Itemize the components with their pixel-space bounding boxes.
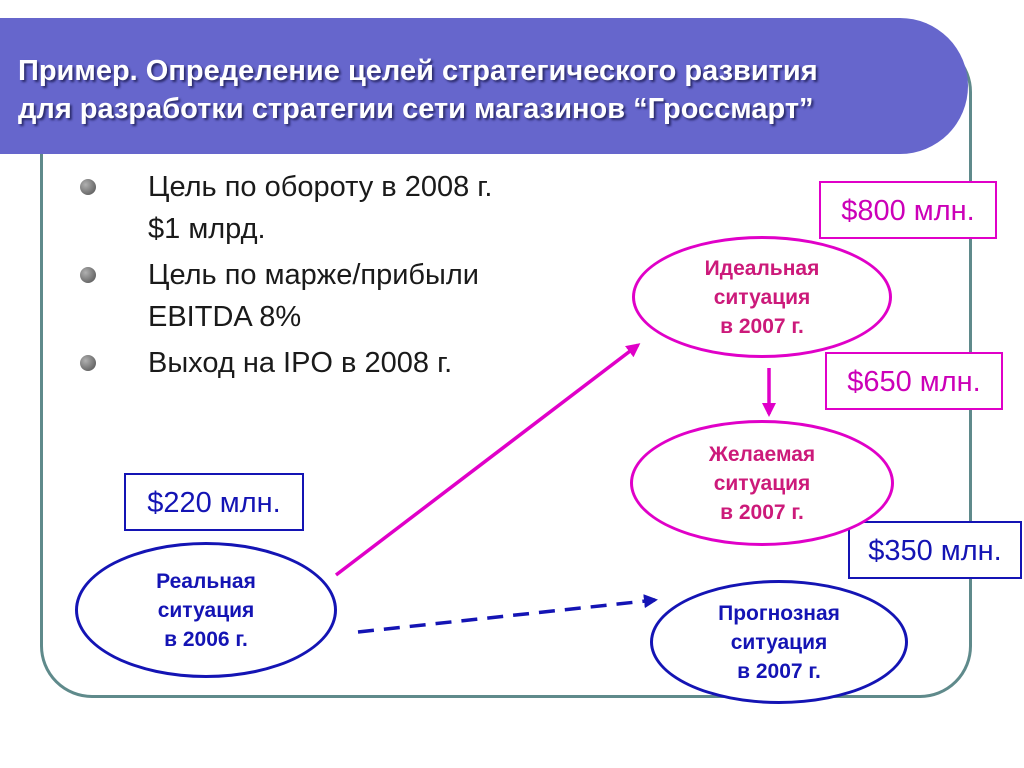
arrow-real-to-forecast — [357, 594, 658, 634]
forecast-value-box: $350 млн. — [848, 521, 1022, 579]
bullet-icon — [80, 355, 96, 371]
ideal-value-box: $800 млн. — [819, 181, 997, 239]
goal-item: Выход на IPO в 2008 г. — [80, 342, 600, 384]
bullet-icon — [80, 267, 96, 283]
real-value-box: $220 млн. — [124, 473, 304, 531]
goal-text: Цель по обороту в 2008 г. $1 млрд. — [148, 171, 493, 245]
desired-value-box: $650 млн. — [825, 352, 1003, 410]
goal-item: Цель по обороту в 2008 г. $1 млрд. — [80, 166, 600, 250]
bullet-icon — [80, 179, 96, 195]
arrow-real-to-ideal — [334, 343, 641, 577]
forecast-situation-ellipse: Прогнозная ситуация в 2007 г. — [650, 580, 908, 704]
title-bar — [0, 18, 968, 154]
goals-list: Цель по обороту в 2008 г. $1 млрд. Цель … — [80, 166, 600, 388]
desired-situation-label: Желаемая ситуация в 2007 г. — [708, 442, 816, 524]
forecast-situation-label: Прогнозная ситуация в 2007 г. — [718, 601, 840, 683]
real-situation-label: Реальная ситуация в 2006 г. — [156, 569, 256, 651]
real-situation-ellipse: Реальная ситуация в 2006 г. — [75, 542, 337, 678]
title-line-2: для разработки стратегии сети магазинов … — [18, 93, 814, 125]
ideal-situation-label: Идеальная ситуация в 2007 г. — [704, 256, 820, 338]
title-line-1: Пример. Определение целей стратегическог… — [18, 55, 818, 87]
goal-item: Цель по марже/прибыли EBITDA 8% — [80, 254, 600, 338]
goal-text: Цель по марже/прибыли EBITDA 8% — [148, 259, 479, 333]
goal-text: Выход на IPO в 2008 г. — [148, 347, 453, 379]
slide-title: Пример. Определение целей стратегическог… — [18, 52, 978, 128]
ideal-situation-ellipse: Идеальная ситуация в 2007 г. — [632, 236, 892, 358]
desired-situation-ellipse: Желаемая ситуация в 2007 г. — [630, 420, 894, 546]
